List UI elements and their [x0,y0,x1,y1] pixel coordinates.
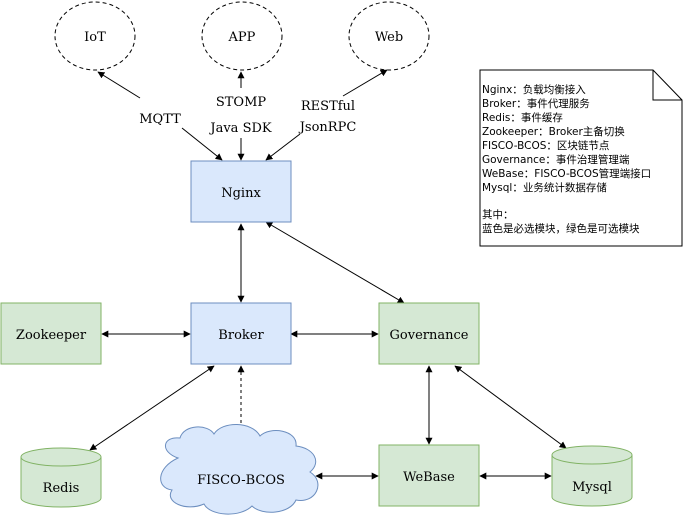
node-zookeeper-label: Zookeeper [16,328,87,343]
node-redis-label: Redis [43,481,80,496]
edge-label-restful: RESTful [301,99,355,114]
note-line-3: Zookeeper：Broker主备切换 [482,125,625,138]
node-broker-label: Broker [218,328,264,343]
node-fisco-bcos-label: FISCO-BCOS [197,473,285,488]
edge-broker-redis [89,365,215,451]
note-line-1: Broker：事件代理服务 [482,97,590,110]
node-mysql-label: Mysql [572,480,612,495]
node-zookeeper: Zookeeper [0,302,102,365]
node-iot-label: IoT [84,30,106,45]
note-line-0: Nginx：负载均衡接入 [482,83,586,96]
node-redis: Redis [20,447,102,508]
edge-mqtt-nginx [181,127,223,161]
legend-note: Nginx：负载均衡接入 Broker：事件代理服务 Redis：事件缓存 Zo… [479,69,683,247]
node-nginx: Nginx [190,160,292,223]
edge-label-java-sdk: Java SDK [208,121,272,136]
note-line-4: FISCO-BCOS：区块链节点 [482,139,609,152]
node-broker: Broker [190,302,292,365]
edge-nginx-governance [265,221,405,304]
node-nginx-label: Nginx [221,186,261,201]
note-line-2: Redis：事件缓存 [482,111,563,124]
edge-web-up [342,69,388,97]
edge-nginx-iot [97,71,141,99]
edge-label-stomp: STOMP [216,95,267,110]
node-governance-label: Governance [390,328,469,343]
node-web-label: Web [375,30,403,45]
edge-governance-mysql [454,365,567,449]
node-iot: IoT [54,1,136,71]
node-web: Web [348,1,430,71]
note-line-10: 蓝色是必选模块，绿色是可选模块 [482,222,640,235]
note-line-7: Mysql：业务统计数据存储 [482,181,607,194]
edge-label-jsonrpc: JsonRPC [298,120,357,135]
note-line-9: 其中： [482,208,514,221]
node-app-label: APP [228,30,256,45]
edge-label-mqtt: MQTT [139,112,181,127]
note-line-5: Governance：事件治理管理端 [482,153,630,166]
note-line-6: WeBase：FISCO-BCOS管理端接口 [482,167,651,180]
node-fisco-bcos: FISCO-BCOS [160,424,319,515]
node-governance: Governance [378,302,480,365]
node-webase: WeBase [378,444,480,507]
node-mysql: Mysql [551,445,633,507]
edge-web-down [265,133,301,161]
node-webase-label: WeBase [403,470,455,485]
node-app: APP [201,1,283,71]
